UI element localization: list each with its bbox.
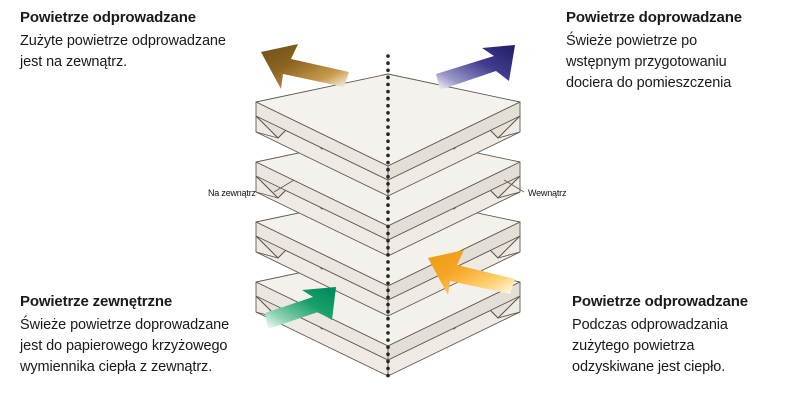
supply-air-arrow	[436, 45, 515, 90]
label-inside: Wewnątrz	[528, 188, 567, 198]
callout-exhaust-bottom: Powietrze odprowadzane Podczas odprowadz…	[572, 292, 748, 378]
callout-supply-top-title: Powietrze doprowadzane	[566, 9, 742, 26]
callout-exhaust-top-body: Zużyte powietrze odprowadzane jest na ze…	[20, 31, 226, 73]
callout-line: jest do papierowego krzyżowego	[20, 338, 228, 354]
label-outside: Na zewnątrz	[208, 188, 256, 198]
callout-line: Zużyte powietrze odprowadzane	[20, 33, 226, 49]
callout-supply-top: Powietrze doprowadzane Świeże powietrze …	[566, 8, 742, 94]
callout-line: Podczas odprowadzania	[572, 317, 728, 333]
exhaust-air-arrow	[261, 44, 349, 89]
callout-outdoor-bottom-body: Świeże powietrze doprowadzane jest do pa…	[20, 315, 229, 378]
callout-line: Świeże powietrze doprowadzane	[20, 317, 230, 333]
exchanger-stack	[255, 73, 521, 377]
callout-exhaust-top-title: Powietrze odprowadzane	[20, 9, 196, 26]
callout-line: zużytego powietrza	[572, 338, 695, 354]
inside-label-leader	[503, 179, 525, 193]
callout-line: dociera do pomieszczenia	[566, 75, 732, 91]
callout-supply-top-body: Świeże powietrze po wstępnym przygotowan…	[566, 31, 742, 94]
callout-outdoor-bottom: Powietrze zewnętrzne Świeże powietrze do…	[20, 292, 229, 378]
outside-label-leader	[273, 179, 295, 193]
callout-line: wstępnym przygotowaniu	[566, 54, 727, 70]
callout-exhaust-bottom-body: Podczas odprowadzania zużytego powietrza…	[572, 315, 748, 378]
airflow-arrows	[261, 44, 515, 329]
callout-line: jest na zewnątrz.	[20, 54, 128, 70]
callout-exhaust-bottom-title: Powietrze odprowadzane	[572, 293, 748, 310]
callout-line: odzyskiwane jest ciepło.	[572, 359, 726, 375]
extract-air-arrow	[428, 250, 515, 295]
outdoor-air-arrow	[265, 287, 336, 329]
callout-line: wymiennika ciepła z zewnątrz.	[20, 359, 213, 375]
callout-outdoor-bottom-title: Powietrze zewnętrzne	[20, 293, 173, 310]
callout-line: Świeże powietrze po	[566, 33, 698, 49]
callout-exhaust-top: Powietrze odprowadzane Zużyte powietrze …	[20, 8, 226, 73]
